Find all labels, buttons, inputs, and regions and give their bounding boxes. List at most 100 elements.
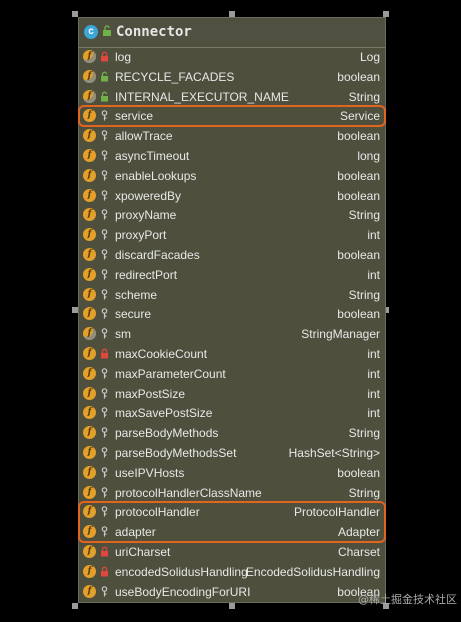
field-name: secure	[115, 307, 152, 322]
field-name: maxCookieCount	[115, 346, 208, 361]
field-row[interactable]: f RECYCLE_FACADES boolean	[79, 67, 385, 87]
field-name: discardFacades	[115, 247, 200, 262]
resize-handle-top-left[interactable]	[72, 11, 78, 17]
field-icon: f	[83, 228, 96, 242]
field-icon: f	[83, 50, 96, 63]
field-row[interactable]: f redirectPort int	[79, 265, 385, 285]
field-name: RECYCLE_FACADES	[115, 69, 235, 84]
field-icon: f	[83, 267, 96, 281]
field-type: Service	[339, 109, 380, 124]
public-unlock-icon	[101, 71, 108, 82]
field-icon: f	[83, 287, 96, 301]
field-name: protocolHandlerClassName	[115, 485, 262, 500]
field-row[interactable]: f parseBodyMethodsSet HashSet<String>	[79, 443, 385, 463]
field-icon: f	[83, 544, 96, 558]
field-icon: f	[83, 445, 96, 459]
public-unlock-icon	[101, 91, 108, 102]
field-type: int	[367, 267, 380, 282]
field-icon: f	[83, 485, 96, 499]
field-icon: f	[83, 208, 96, 222]
protected-key-icon	[101, 130, 108, 141]
field-name: proxyPort	[115, 228, 167, 243]
protected-key-icon	[101, 367, 108, 379]
resize-handle-bottom-left[interactable]	[72, 603, 78, 609]
field-name: maxParameterCount	[115, 366, 226, 381]
field-name: asyncTimeout	[115, 148, 190, 163]
resize-handle-middle-left[interactable]	[72, 307, 78, 313]
field-name: maxPostSize	[115, 386, 186, 401]
private-lock-icon	[101, 566, 108, 577]
protected-key-icon	[101, 308, 108, 319]
field-type: HashSet<String>	[288, 445, 380, 460]
class-icon: c	[84, 25, 98, 39]
field-type: int	[367, 386, 380, 401]
field-name: proxyName	[115, 208, 177, 223]
field-row[interactable]: f INTERNAL_EXECUTOR_NAME String	[79, 87, 385, 107]
field-type: boolean	[337, 69, 380, 84]
private-lock-icon	[101, 51, 108, 62]
field-icon: f	[83, 327, 96, 341]
watermark: @稀土掘金技术社区	[358, 593, 457, 606]
field-icon: f	[83, 426, 96, 440]
field-type: String	[348, 485, 380, 500]
field-name: parseBodyMethodsSet	[115, 445, 237, 460]
protected-key-icon	[101, 150, 108, 161]
protected-key-icon	[101, 506, 108, 517]
field-row[interactable]: f protocolHandlerClassName String	[79, 483, 385, 503]
field-type: String	[348, 426, 380, 441]
resize-handle-top-center[interactable]	[229, 11, 235, 17]
protected-key-icon	[101, 585, 108, 597]
field-type: String	[348, 287, 380, 302]
resize-handle-bottom-center[interactable]	[229, 603, 235, 609]
field-name: useIPVHosts	[115, 465, 185, 480]
field-icon: f	[83, 564, 96, 578]
field-icon: f	[83, 505, 96, 519]
protected-key-icon	[101, 169, 108, 181]
field-name: service	[115, 109, 154, 124]
field-name: redirectPort	[115, 267, 178, 282]
field-name: INTERNAL_EXECUTOR_NAME	[115, 89, 289, 104]
resize-handle-middle-right[interactable]	[383, 307, 389, 313]
private-lock-icon	[101, 546, 108, 557]
field-type: Charset	[337, 544, 380, 559]
field-type: ProtocolHandler	[293, 505, 380, 520]
field-icon: f	[83, 89, 96, 103]
resize-handle-top-right[interactable]	[383, 11, 389, 17]
protected-key-icon	[101, 268, 108, 280]
field-type: String	[348, 89, 380, 104]
field-name: enableLookups	[115, 168, 197, 183]
protected-key-icon	[101, 466, 108, 478]
resize-handle-bottom-right[interactable]	[383, 603, 389, 609]
field-type: Log	[359, 50, 380, 64]
field-name: xpoweredBy	[115, 188, 182, 203]
field-type: long	[357, 148, 380, 163]
field-icon: f	[83, 346, 96, 360]
field-icon: f	[83, 69, 96, 83]
protected-key-icon	[101, 110, 108, 121]
protected-key-icon	[101, 447, 108, 458]
